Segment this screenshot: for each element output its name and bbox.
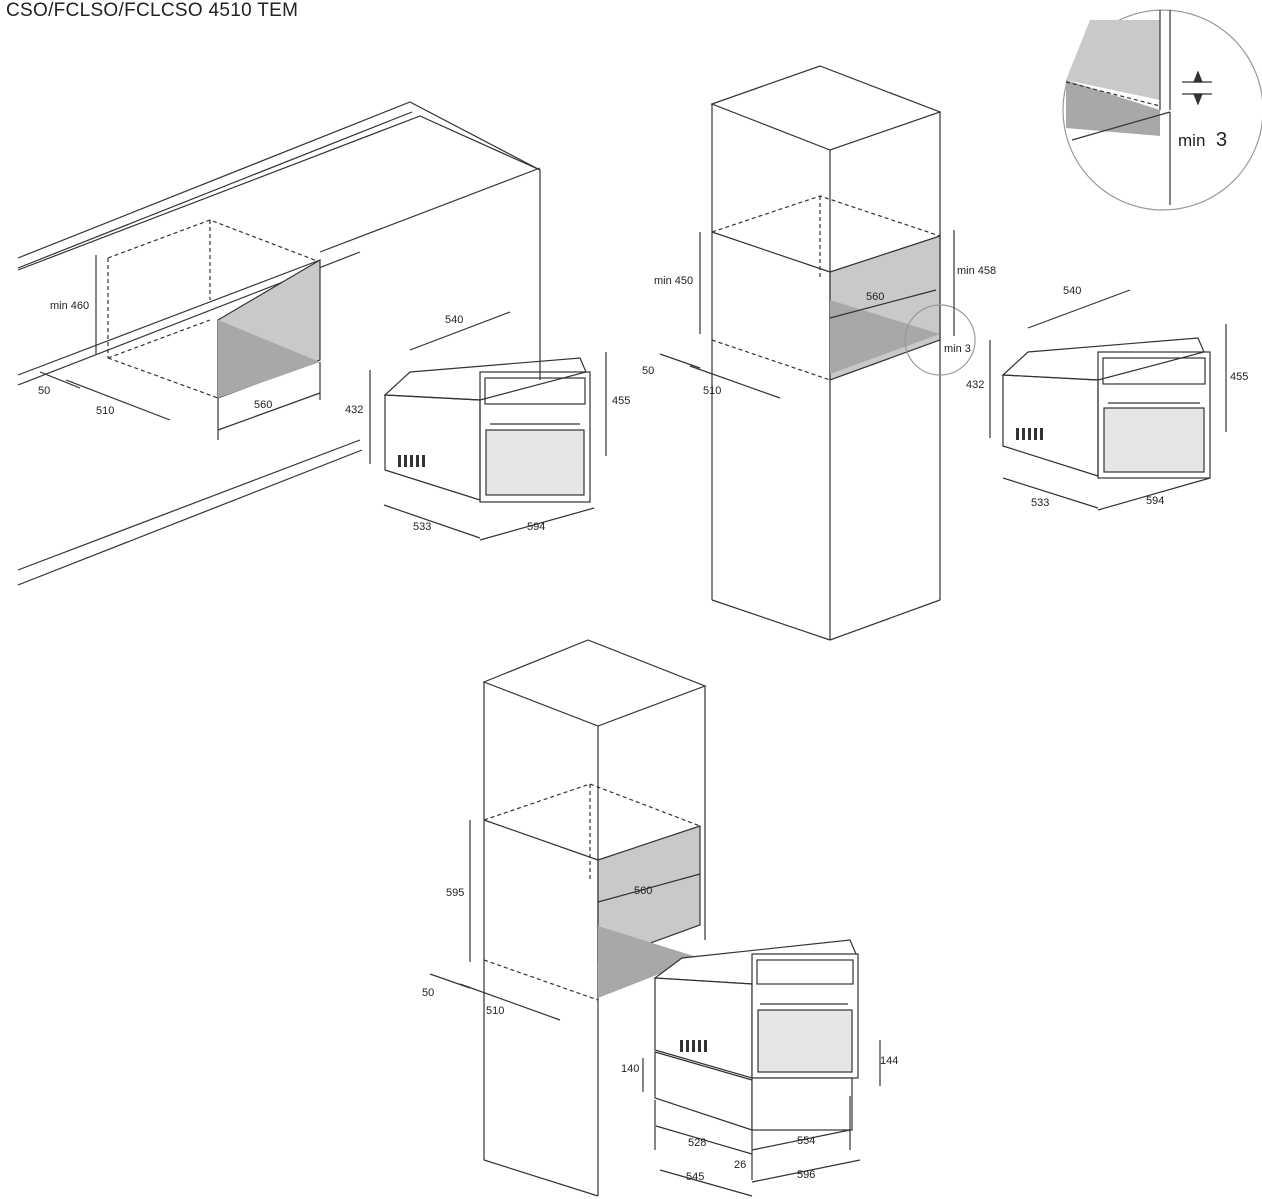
dim-v2-oven533: 533 [1031, 497, 1049, 509]
detail-circle [1062, 9, 1262, 211]
dim-v1-gap50: 50 [38, 385, 50, 397]
dim-v1-min460: min 460 [50, 300, 89, 312]
dim-v1-oven540: 540 [445, 314, 463, 326]
dim-v1-oven432: 432 [345, 404, 363, 416]
view3-tall-column-drawer [429, 639, 707, 1197]
countertop-edge [17, 101, 541, 380]
view2-oven-vents [1016, 428, 1043, 440]
dim-v3-height595: 595 [446, 887, 464, 899]
niche-outline [107, 219, 321, 399]
dim-v2-oven540: 540 [1063, 285, 1081, 297]
dim-v3-width596: 596 [797, 1169, 815, 1181]
dim-v1-oven533: 533 [413, 521, 431, 533]
dim-v3-offset26: 26 [734, 1159, 746, 1171]
view3-oven-drawer [642, 939, 881, 1197]
dim-v3-depth510: 510 [486, 1005, 504, 1017]
dim-v2-gap50: 50 [642, 365, 654, 377]
detail-min-value: 3 [1216, 129, 1227, 151]
dim-v2-oven594: 594 [1146, 495, 1164, 507]
dim-v2-oven455: 455 [1230, 371, 1248, 383]
dim-v3-drawer144: 144 [880, 1055, 898, 1067]
dim-v2-width560: 560 [866, 291, 884, 303]
dim-v1-oven455: 455 [612, 395, 630, 407]
dim-v3-drawer528: 528 [688, 1137, 706, 1149]
dim-v3-drawer140: 140 [621, 1063, 639, 1075]
dim-v1-width560: 560 [254, 399, 272, 411]
view1-oven-vents [398, 455, 425, 467]
dim-v1-depth510: 510 [96, 405, 114, 417]
dim-v3-gap50: 50 [422, 987, 434, 999]
view3-oven-vents [680, 1040, 707, 1052]
dim-v2-min450: min 450 [654, 275, 693, 287]
diagram-title: CSO/FCLSO/FCLCSO 4510 TEM [6, 0, 299, 21]
dim-v3-drawer554: 554 [797, 1135, 815, 1147]
dim-v2-min458: min 458 [957, 265, 996, 277]
view2-oven [989, 289, 1227, 511]
view1-under-counter [17, 101, 541, 586]
dim-v3-width560: 560 [634, 885, 652, 897]
dim-v2-depth510: 510 [703, 385, 721, 397]
view1-oven [369, 311, 607, 541]
dim-v2-min3: min 3 [944, 343, 971, 355]
detail-min-label: min [1178, 131, 1205, 150]
dim-v3-depth545: 545 [686, 1171, 704, 1183]
view2-tall-column [659, 65, 976, 641]
dim-v1-oven594: 594 [527, 521, 545, 533]
dim-v2-oven432: 432 [966, 379, 984, 391]
